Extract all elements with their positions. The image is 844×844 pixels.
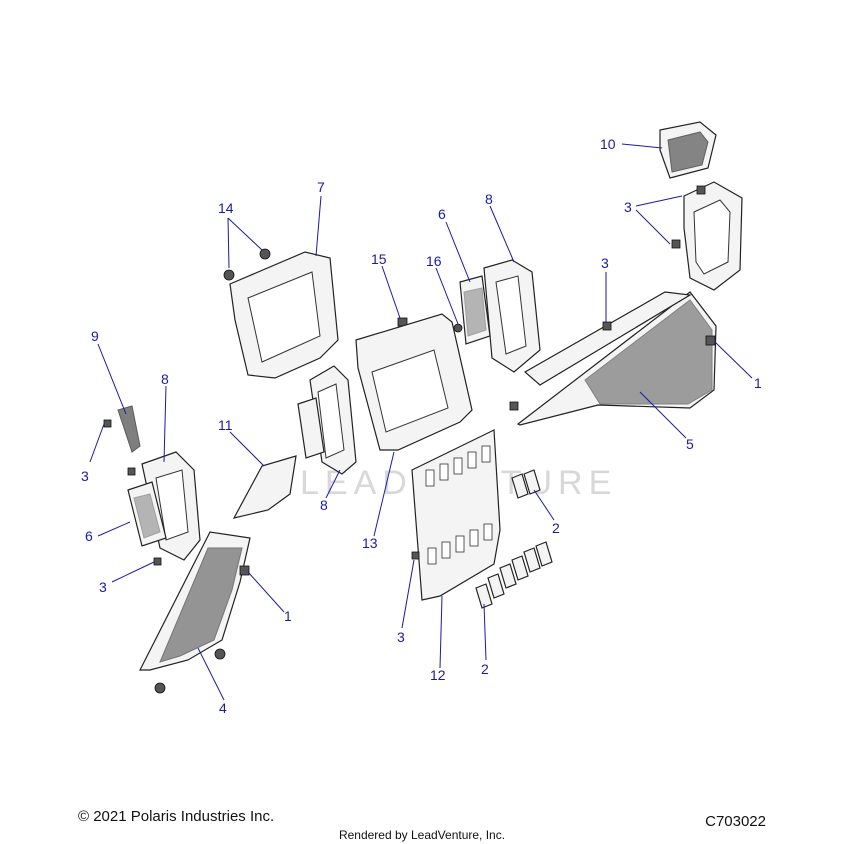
callout-3[interactable]: 3 (397, 629, 405, 645)
callout-14[interactable]: 14 (218, 200, 234, 216)
part-8-bezel-right[interactable] (671, 181, 743, 291)
callout-6[interactable]: 6 (438, 206, 446, 222)
part-1-clip-right[interactable] (705, 335, 716, 346)
callout-8[interactable]: 8 (320, 497, 328, 513)
diagram-code: C703022 (705, 813, 766, 830)
callout-15[interactable]: 15 (371, 251, 387, 267)
callout-1[interactable]: 1 (754, 375, 762, 391)
callout-9[interactable]: 9 (91, 328, 99, 344)
part-11-small-panel[interactable] (232, 455, 297, 519)
part-14-screws[interactable] (223, 248, 271, 281)
part-8-bezel-left-middle[interactable] (297, 365, 357, 475)
callout-1[interactable]: 1 (284, 608, 292, 624)
part-13-center-bezel[interactable] (355, 313, 473, 451)
part-16-screw[interactable] (453, 323, 463, 333)
part-2-blanks-lower[interactable] (475, 541, 553, 609)
part-6-switch-left[interactable] (127, 481, 167, 566)
callout-6[interactable]: 6 (85, 528, 93, 544)
callout-3[interactable]: 3 (624, 199, 632, 215)
callout-5[interactable]: 5 (686, 436, 694, 452)
part-12-switch-panel[interactable] (411, 429, 501, 601)
callout-10[interactable]: 10 (600, 136, 616, 152)
part-7-bracket[interactable] (229, 251, 339, 379)
callout-3[interactable]: 3 (99, 579, 107, 595)
part-5-dash-panel[interactable] (509, 291, 717, 426)
leader-lines (89, 143, 753, 701)
part-10-grille[interactable] (659, 121, 717, 179)
callout-12[interactable]: 12 (430, 667, 446, 683)
callout-2[interactable]: 2 (552, 520, 560, 536)
part-2-blanks-upper[interactable] (511, 469, 541, 499)
callout-11[interactable]: 11 (218, 417, 233, 433)
callout-8[interactable]: 8 (161, 371, 169, 387)
part-8-bezel-left[interactable] (141, 451, 201, 561)
callout-16[interactable]: 16 (426, 253, 442, 269)
part-8-bezel-center[interactable] (483, 259, 541, 373)
part-9-trim[interactable] (103, 405, 141, 476)
copyright-text: © 2021 Polaris Industries Inc. (78, 808, 275, 825)
rendered-by-text: Rendered by LeadVenture, Inc. (338, 828, 506, 842)
callout-8[interactable]: 8 (485, 191, 493, 207)
callout-3[interactable]: 3 (81, 468, 89, 484)
part-1-clip-left[interactable] (239, 565, 250, 576)
callout-13[interactable]: 13 (362, 535, 378, 551)
callout-4[interactable]: 4 (219, 700, 227, 716)
part-4-lower-panel[interactable] (139, 531, 251, 694)
callout-3[interactable]: 3 (601, 255, 609, 271)
callout-7[interactable]: 7 (317, 179, 325, 195)
callout-2[interactable]: 2 (481, 661, 489, 677)
